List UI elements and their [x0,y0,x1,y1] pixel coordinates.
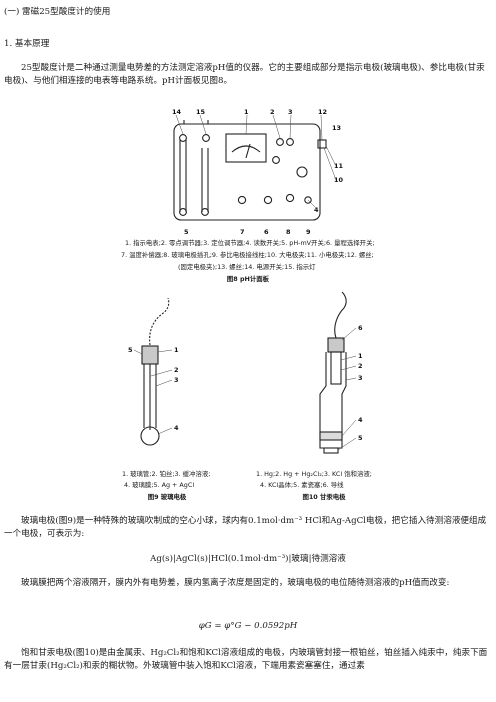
electrode-cap [327,337,345,353]
fig8-title: 图8 pH计面板 [226,275,270,283]
electrode-socket [296,166,308,178]
fig8-label: 11 [334,162,344,170]
glass-electrode-figure: 5 1 2 3 4 [128,297,179,446]
reference-terminal [304,196,312,204]
fig8-label: 14 [172,108,182,116]
fig8-label: 13 [332,124,341,132]
electrode-clamp [317,139,327,149]
ph-mv-switch [285,193,295,203]
readout-switch [272,156,280,164]
fig8-label: 12 [318,108,327,116]
fig8-label: 6 [264,228,269,236]
section-title: (一) 雷磁25型酸度计的使用 [4,7,111,17]
meter-needle [245,143,251,159]
fig10-label: 2 [358,362,363,370]
inner-tube [330,351,342,385]
fig8-label: 4 [314,206,319,214]
paragraph-glass-electrode: 玻璃电极(图9)是一种特殊的玻璃吹制成的空心小球，球内有0.1mol·dm⁻³ … [4,516,487,539]
range-knob [263,195,273,205]
fig9-label: 5 [128,346,133,354]
lead-wire [149,297,170,346]
fig8-caption-line: (固定电极夹);13. 螺丝;14. 电源开关;15. 指示灯 [178,263,316,271]
fig10-caption-line: 4. KCl晶体;5. 素瓷塞;6. 导线 [260,481,344,489]
kcl-crystals [319,431,343,441]
glass-bulb [140,426,160,446]
fig9-caption-line: 4. 玻璃膜;5. Ag + AgCl [124,481,195,489]
paragraph-glass-membrane: 玻璃膜把两个溶液隔开，膜内外有电势差，膜内氢离子浓度是固定的，玻璃电极的电位随待… [21,578,450,588]
fig8-label: 1 [244,108,249,116]
fig9-title: 图9 玻璃电极 [147,493,187,501]
fig10-label: 4 [358,416,363,424]
fig8-caption-line: 7. 温度补偿器;8. 玻璃电极插孔;9. 参比电极接线柱;10. 大电极夹;1… [121,251,374,259]
fig8-label: 7 [240,228,245,236]
panel-outline [173,123,321,221]
calomel-electrode-figure: 6 1 2 3 4 5 [319,291,363,454]
formula-potential: φG = φ°G − 0.0592pH [198,621,298,631]
fig10-label: 5 [358,434,363,442]
fig8-label: 8 [286,228,291,236]
fig10-title: 图10 甘汞电极 [302,493,346,501]
fig10-label: 6 [358,324,363,332]
electrode-cap [141,345,159,365]
power-switch-knob [179,134,187,142]
zero-adjust-knob [276,138,284,146]
fig8-label: 2 [270,108,275,116]
meter-scale [231,145,261,153]
fig9-caption-line: 1. 玻璃管;2. 铂丝;3. 缓冲溶液; [122,470,211,478]
indicator-lamp [202,134,210,142]
fig8-label: 5 [184,228,189,236]
ceramic-plug [323,447,339,454]
temperature-knob [237,195,247,205]
fig9-label: 3 [174,376,179,384]
paragraph-calomel-electrode: 饱和甘汞电极(图10)是由金属汞、Hg₂Cl₂和饱和KCl溶液组成的电极，内玻璃… [4,648,488,671]
fig8-label: 3 [288,108,293,116]
lead-wire [334,291,347,339]
fig8-label: 10 [334,176,344,184]
subsection-title: 1. 基本原理 [4,39,50,49]
fig9-label: 4 [174,424,179,432]
positioning-knob [286,138,294,146]
fig8-label: 15 [196,108,206,116]
fig10-label: 3 [358,374,363,382]
fig9-label: 1 [174,346,179,354]
paragraph-principle: 25型酸度计是二种通过测量电势差的方法测定溶液pH值的仪器。它的主要组成部分是指… [4,63,485,86]
fig9-label: 2 [174,366,179,374]
fig10-caption-line: 1. Hg;2. Hg + Hg₂Cl₂;3. KCl 饱和溶液; [256,470,372,478]
formula-glass-electrode: Ag(s)|AgCl(s)|HCl(0.1mol·dm⁻³)|玻璃|待测溶液 [150,554,346,564]
fig8-label: 9 [306,228,311,236]
fig8-caption-line: 1. 指示电表;2. 零点调节器;3. 定位调节器;4. 读数开关;5. pH-… [125,239,375,247]
ph-meter-panel-figure: 14 15 1 2 3 12 13 11 10 4 5 7 6 8 9 [172,108,344,236]
fig10-label: 1 [358,352,363,360]
